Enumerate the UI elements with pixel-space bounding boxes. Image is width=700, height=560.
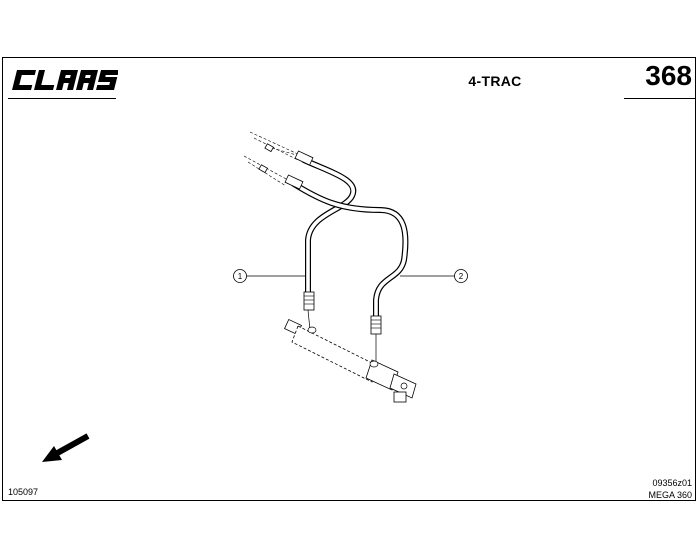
document-number: 105097: [8, 487, 39, 497]
section-title: 4-TRAC: [468, 73, 522, 89]
callout-1-label: 1: [238, 272, 243, 281]
direction-arrow-icon: [42, 433, 90, 462]
claas-logo: [12, 70, 118, 90]
callout-2: 2: [454, 269, 468, 283]
model-name: MEGA 360: [648, 490, 692, 500]
logo-underline: [8, 98, 116, 99]
page-number-underline: [624, 98, 696, 99]
callout-2-label: 2: [459, 272, 464, 281]
callout-1: 1: [233, 269, 247, 283]
page-frame: [2, 57, 696, 501]
page-number: 368: [645, 60, 692, 91]
figure-number: 09356z01: [652, 478, 692, 488]
